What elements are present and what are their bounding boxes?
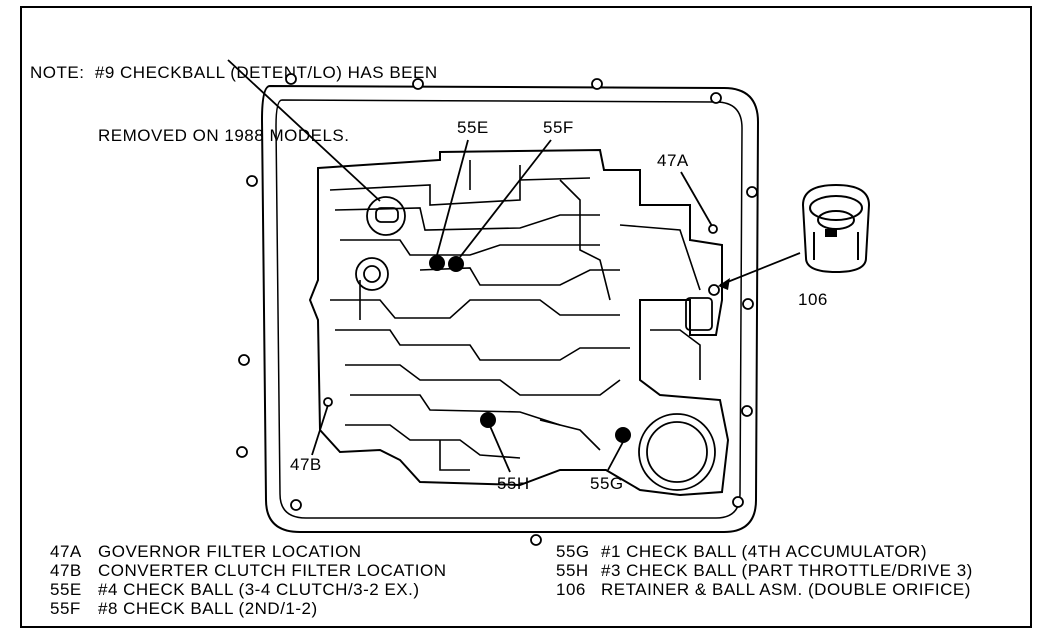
bolt-hole: [746, 186, 758, 198]
check-balls: [429, 255, 631, 443]
leader-note: [227, 59, 381, 202]
filter-47B: [323, 397, 333, 407]
callout-55G: 55G: [590, 474, 624, 493]
legend-left: 47A GOVERNOR FILTER LOCATION 47B CONVERTER…: [50, 542, 446, 618]
legend-text: #4 CHECK BALL (3-4 CLUTCH/3-2 EX.): [98, 580, 420, 599]
leader-55H: [489, 425, 511, 473]
bolt-hole: [290, 499, 302, 511]
bolt-hole: [742, 298, 754, 310]
bolt-hole: [285, 73, 297, 85]
legend-code: 55F: [50, 599, 81, 618]
legend-code: 106: [556, 580, 586, 599]
checkball-9-circle: [366, 196, 406, 236]
bore: [355, 257, 389, 291]
bolt-hole: [710, 92, 722, 104]
legend-text: #3 CHECK BALL (PART THROTTLE/DRIVE 3): [601, 561, 973, 580]
valve-features: [323, 196, 720, 491]
legend-row: 55E #4 CHECK BALL (3-4 CLUTCH/3-2 EX.): [50, 580, 446, 599]
callout-55E: 55E: [457, 118, 489, 137]
bolt-holes: [236, 73, 758, 546]
leader-47A: [680, 171, 713, 227]
bolt-hole: [530, 534, 542, 546]
leader-47B: [311, 404, 329, 456]
fluid-channels: [329, 160, 701, 471]
callout-106: 106: [798, 290, 828, 309]
check-ball-55E: [429, 255, 445, 271]
pocket: [685, 297, 713, 331]
pan-outline: [260, 84, 760, 533]
filter-47A: [708, 224, 718, 234]
legend-code: 47B: [50, 561, 82, 580]
legend-row: 55F #8 CHECK BALL (2ND/1-2): [50, 599, 446, 618]
pan-inner-outline: [275, 99, 743, 519]
accumulator-bore-inner: [646, 421, 708, 483]
legend-text: #8 CHECK BALL (2ND/1-2): [98, 599, 318, 618]
valve-body-plate: [308, 148, 730, 497]
note-line-1: NOTE: #9 CHECKBALL (DETENT/LO) HAS BEEN: [30, 63, 438, 82]
bolt-hole: [732, 496, 744, 508]
leader-lines: [227, 59, 801, 473]
leader-55G: [607, 441, 624, 471]
legend-text: #1 CHECK BALL (4TH ACCUMULATOR): [601, 542, 927, 561]
check-ball-55H: [480, 412, 496, 428]
checkball-9-seat: [375, 207, 399, 223]
check-ball-55G: [615, 427, 631, 443]
legend-row: 106 RETAINER & BALL ASM. (DOUBLE ORIFICE): [556, 580, 973, 599]
bolt-hole: [412, 78, 424, 90]
accumulator-bore: [638, 413, 716, 491]
bolt-hole: [238, 354, 250, 366]
legend-code: 55H: [556, 561, 589, 580]
bolt-hole: [591, 78, 603, 90]
leader-55F: [459, 139, 552, 258]
legend-row: 47B CONVERTER CLUTCH FILTER LOCATION: [50, 561, 446, 580]
bolt-hole: [741, 405, 753, 417]
legend-code: 55G: [556, 542, 590, 561]
figure-frame: [20, 6, 1032, 628]
leader-106: [719, 252, 801, 286]
legend-code: 55E: [50, 580, 82, 599]
retainer-106-detail: [801, 183, 871, 274]
leader-55E: [436, 139, 469, 256]
legend-text: CONVERTER CLUTCH FILTER LOCATION: [98, 561, 447, 580]
callout-55F: 55F: [543, 118, 574, 137]
arrowhead-106: [718, 278, 730, 290]
note-text: NOTE: #9 CHECKBALL (DETENT/LO) HAS BEEN …: [30, 20, 438, 167]
legend-right: 55G #1 CHECK BALL (4TH ACCUMULATOR) 55H #3…: [556, 542, 973, 599]
check-ball-55F: [448, 256, 464, 272]
legend-text: RETAINER & BALL ASM. (DOUBLE ORIFICE): [601, 580, 971, 599]
legend-row: 55G #1 CHECK BALL (4TH ACCUMULATOR): [556, 542, 973, 561]
callout-47A: 47A: [657, 151, 689, 170]
callout-47B: 47B: [290, 455, 322, 474]
legend-code: 47A: [50, 542, 82, 561]
retainer-hole: [708, 284, 720, 296]
legend-row: 55H #3 CHECK BALL (PART THROTTLE/DRIVE 3): [556, 561, 973, 580]
legend-row: 47A GOVERNOR FILTER LOCATION: [50, 542, 446, 561]
bolt-hole: [246, 175, 258, 187]
bolt-hole: [236, 446, 248, 458]
legend-text: GOVERNOR FILTER LOCATION: [98, 542, 362, 561]
bore-inner: [363, 265, 381, 283]
callout-55H: 55H: [497, 474, 530, 493]
